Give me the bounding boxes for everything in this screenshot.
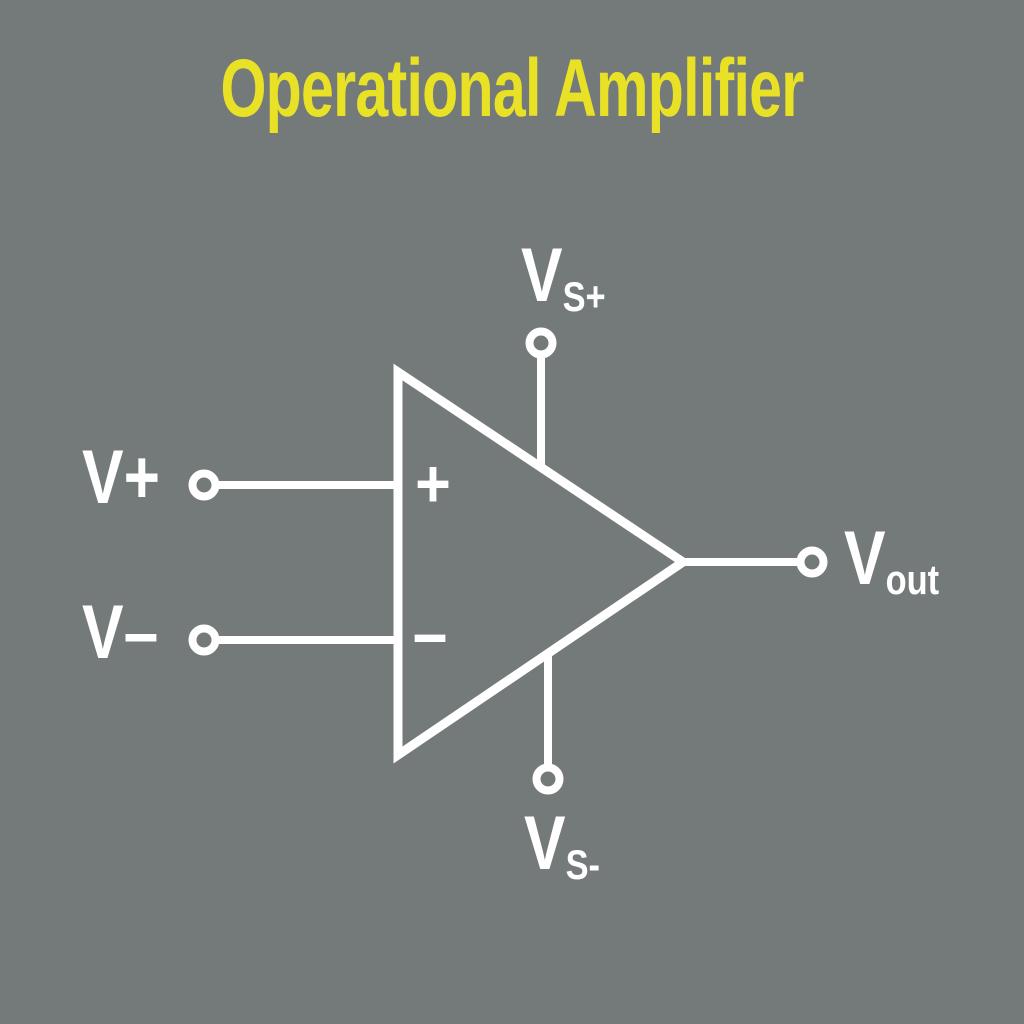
label-supply-negative-sub: S-	[565, 841, 601, 888]
label-input-noninverting: V+	[82, 435, 160, 520]
terminal-supply-positive	[525, 327, 557, 359]
terminal-output	[796, 546, 828, 578]
label-supply-negative: VS-	[524, 806, 600, 886]
label-supply-negative-base: V	[524, 801, 566, 886]
label-input-inverting: V–	[82, 590, 159, 675]
noninverting-plus-marker: +	[415, 446, 451, 522]
label-supply-positive-base: V	[521, 233, 563, 318]
page-title: Operational Amplifier	[220, 43, 804, 134]
label-output-sub: out	[885, 556, 940, 603]
label-output-base: V	[844, 516, 886, 601]
inverting-minus-marker: −	[412, 600, 448, 676]
terminal-supply-negative	[532, 763, 564, 795]
label-output: Vout	[844, 521, 939, 601]
label-supply-positive: VS+	[521, 238, 606, 318]
terminal-input-noninverting	[188, 469, 220, 501]
terminal-input-inverting	[188, 624, 220, 656]
label-supply-positive-sub: S+	[562, 273, 606, 320]
